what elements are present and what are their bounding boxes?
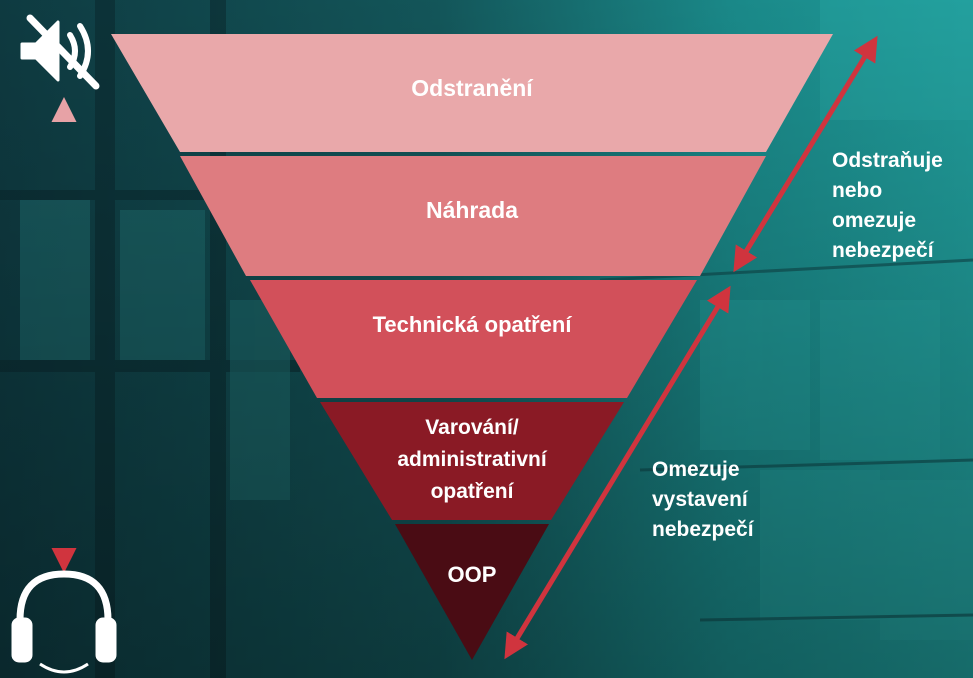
- level-oop-band: [395, 524, 549, 660]
- lower-double-arrow: [504, 285, 731, 660]
- level-nahrada-band: [180, 156, 766, 276]
- level-technicka-band: [250, 280, 697, 398]
- level-varovani-label-line2: administrativní: [397, 448, 548, 471]
- level-technicka-label: Technická opatření: [373, 312, 573, 337]
- lower-annotation: Omezuje vystavení nebezpečí: [652, 458, 754, 541]
- level-varovani-label-line3: opatření: [431, 480, 515, 503]
- muted-speaker-icon: [20, 14, 100, 90]
- upper-annotation: Odstraňuje nebo omezuje nebezpečí: [832, 149, 943, 262]
- upper-double-arrow: [733, 35, 878, 273]
- level-odstraneni-band: [111, 34, 833, 152]
- level-oop-label: OOP: [448, 562, 497, 587]
- level-varovani-label-line1: Varování/: [425, 416, 519, 439]
- headphones-icon: [11, 570, 117, 674]
- level-nahrada-label: Náhrada: [426, 197, 518, 223]
- level-odstraneni-label: Odstranění: [411, 75, 534, 101]
